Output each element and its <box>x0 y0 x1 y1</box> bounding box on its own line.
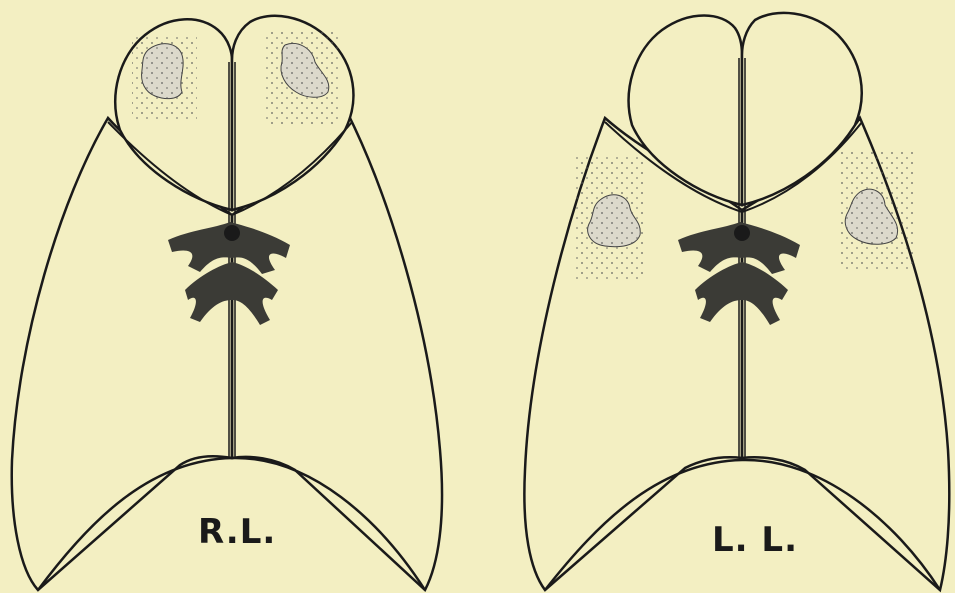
panel-right-lungs <box>524 13 949 590</box>
right-panel-lesion-left-stipple <box>575 155 645 280</box>
panel-label-right-lung: R.L. <box>198 512 276 552</box>
left-panel-lesion-left-stipple <box>132 35 197 120</box>
left-panel-lesion-right-stipple <box>265 32 340 124</box>
right-panel-apex-left <box>629 16 742 206</box>
panel-left-lungs <box>12 16 442 590</box>
panel-label-left-lung: L. L. <box>712 520 798 560</box>
right-panel-lesion-right-stipple <box>840 150 915 270</box>
left-panel-bronchus-node <box>224 225 240 241</box>
right-panel-bronchus-node <box>734 225 750 241</box>
